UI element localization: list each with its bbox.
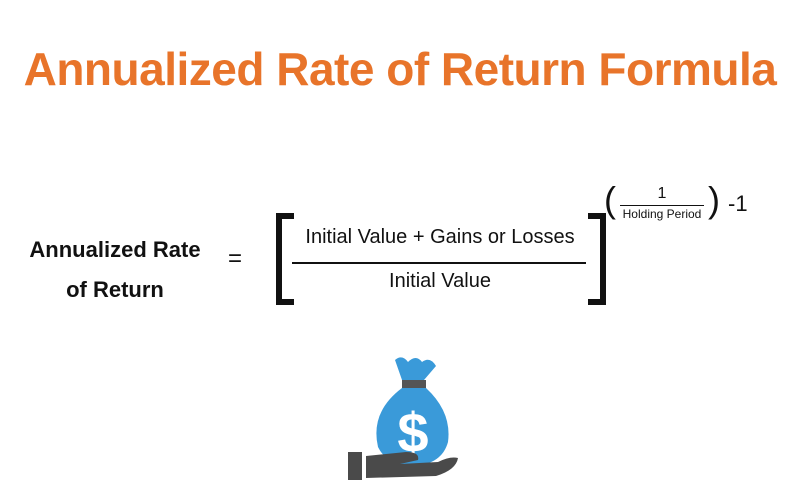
fraction-bar — [292, 262, 586, 264]
left-bracket — [276, 213, 294, 305]
equals-sign: = — [228, 245, 243, 272]
lhs-line2: of Return — [66, 277, 164, 302]
exponent-open-paren: ( — [604, 179, 616, 220]
exponent-fraction-bar — [620, 205, 704, 206]
page-title: Annualized Rate of Return Formula — [23, 43, 777, 95]
formula-lhs: Annualized Rate of Return — [10, 230, 220, 310]
lhs-line1: Annualized Rate — [29, 237, 201, 262]
exponent-suffix: -1 — [728, 191, 748, 216]
money-bag-in-hand-icon: $ — [348, 357, 458, 480]
exponent-close-paren: ) — [708, 179, 720, 220]
fraction-denominator: Initial Value — [389, 270, 491, 292]
exponent-denominator: Holding Period — [622, 207, 702, 221]
exponent-numerator: 1 — [657, 185, 667, 202]
fraction-numerator: Initial Value + Gains or Losses — [305, 226, 575, 248]
right-bracket — [588, 213, 606, 305]
